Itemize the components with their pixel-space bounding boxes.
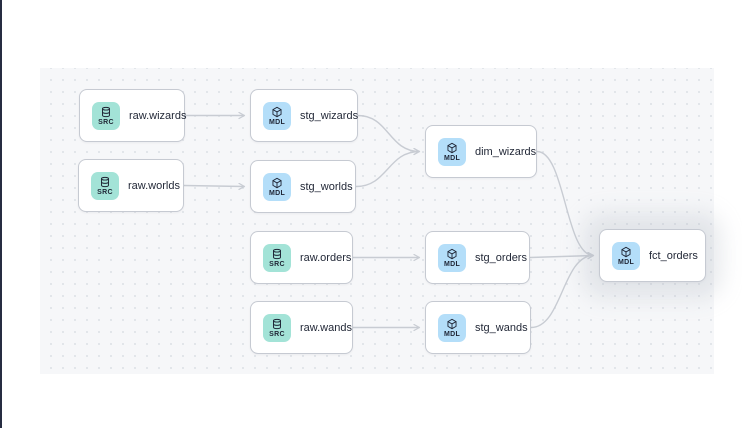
node-label: fct_orders — [649, 249, 698, 262]
mdl-type-badge: MDL — [263, 101, 291, 130]
cube-icon — [446, 248, 458, 260]
node-raw_wizards[interactable]: SRC raw.wizards — [79, 89, 187, 142]
node-dim_wizards[interactable]: MDL dim_wizards — [425, 125, 537, 178]
badge-label: MDL — [443, 154, 461, 162]
database-icon — [99, 176, 111, 188]
node-stg_worlds[interactable]: MDL stg_worlds — [250, 160, 356, 213]
node-raw_worlds[interactable]: SRC raw.worlds — [78, 159, 184, 212]
mdl-type-badge: MDL — [438, 137, 466, 166]
badge-label: SRC — [98, 118, 114, 126]
cube-icon — [446, 142, 458, 154]
node-label: stg_wizards — [300, 109, 359, 122]
node-label: raw.orders — [300, 251, 352, 264]
mdl-type-badge: MDL — [612, 241, 640, 270]
src-type-badge: SRC — [91, 171, 119, 200]
node-label: dim_wizards — [475, 145, 537, 158]
cube-icon — [271, 106, 283, 118]
badge-label: SRC — [269, 330, 285, 338]
database-icon — [100, 106, 112, 118]
src-type-badge: SRC — [263, 313, 291, 342]
node-raw_wands[interactable]: SRC raw.wands — [250, 301, 353, 354]
mdl-type-badge: MDL — [263, 172, 291, 201]
cube-icon — [620, 246, 632, 258]
node-label: raw.worlds — [128, 179, 180, 192]
node-raw_orders[interactable]: SRC raw.orders — [250, 231, 353, 284]
node-stg_wands[interactable]: MDL stg_wands — [425, 301, 531, 354]
node-stg_wizards[interactable]: MDL stg_wizards — [250, 89, 358, 142]
badge-label: MDL — [617, 258, 635, 266]
node-label: stg_orders — [475, 251, 527, 264]
cube-icon — [446, 318, 458, 330]
window-left-edge — [0, 0, 2, 428]
mdl-type-badge: MDL — [438, 243, 466, 272]
src-type-badge: SRC — [92, 101, 120, 130]
database-icon — [271, 248, 283, 260]
node-label: raw.wizards — [129, 109, 187, 122]
badge-label: MDL — [443, 330, 461, 338]
badge-label: SRC — [97, 188, 113, 196]
badge-label: MDL — [268, 118, 286, 126]
badge-label: MDL — [443, 260, 461, 268]
database-icon — [271, 318, 283, 330]
node-label: raw.wands — [300, 321, 352, 334]
mdl-type-badge: MDL — [438, 313, 466, 342]
badge-label: MDL — [268, 189, 286, 197]
badge-label: SRC — [269, 260, 285, 268]
node-stg_orders[interactable]: MDL stg_orders — [425, 231, 530, 284]
node-fct_orders[interactable]: MDL fct_orders — [599, 229, 706, 282]
node-label: stg_wands — [475, 321, 528, 334]
src-type-badge: SRC — [263, 243, 291, 272]
node-label: stg_worlds — [300, 180, 353, 193]
cube-icon — [271, 177, 283, 189]
